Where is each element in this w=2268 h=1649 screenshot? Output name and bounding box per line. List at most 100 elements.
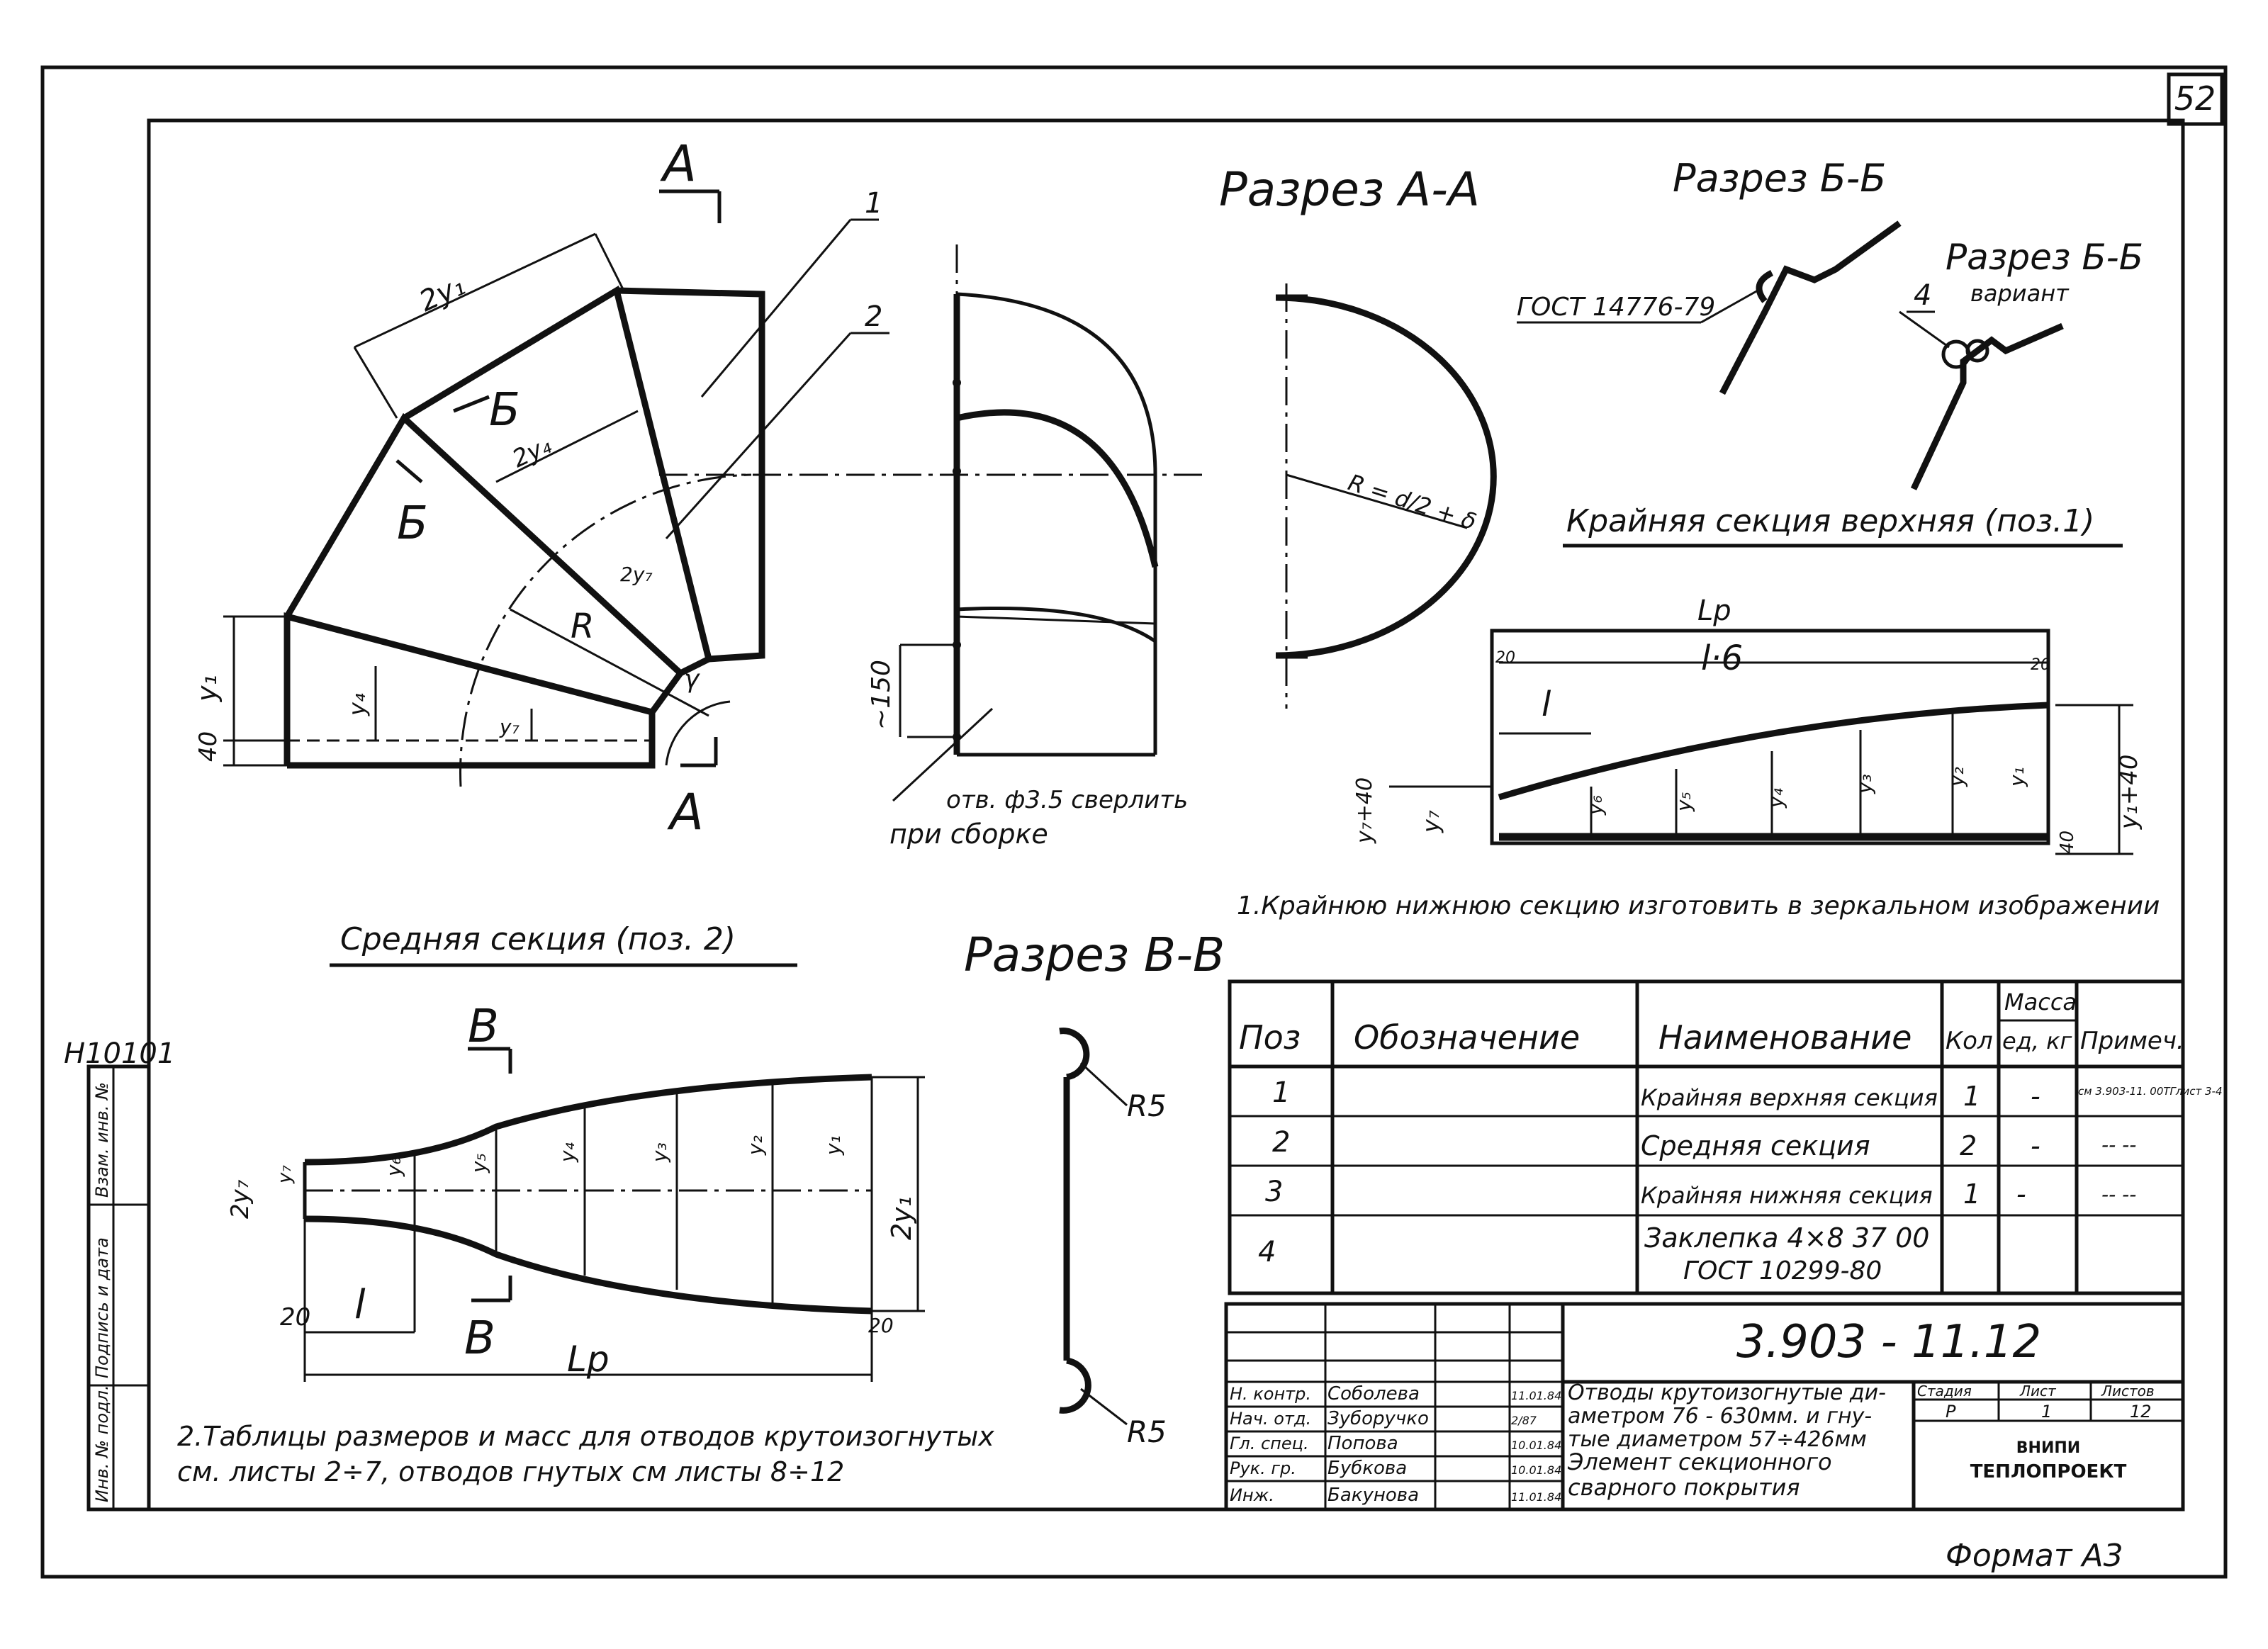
pos-4-label: 4 <box>1914 279 1931 312</box>
org-1: ВНИПИ <box>2016 1439 2080 1457</box>
format-label: Формат А3 <box>1946 1538 2123 1574</box>
side-stamp-cell-3: Взам. инв. № <box>92 1082 112 1198</box>
note-2-line-1: 2.Таблицы размеров и масс для отводов кр… <box>177 1421 994 1452</box>
side-stamp-cell-2: Подпись и дата <box>92 1237 112 1378</box>
page-number: 52 <box>2174 79 2216 118</box>
top-y-1: у₁ <box>2005 767 2028 787</box>
mid-dim-lp: Lр <box>567 1339 610 1380</box>
section-bb-variant-title: Разрез Б-Б <box>1946 237 2143 278</box>
sheets-header: Листов <box>2101 1383 2155 1400</box>
section-aa: Разрез А-А R = d/2 + δ <box>1219 162 1497 709</box>
stage-value: Р <box>1946 1402 1956 1422</box>
th-name: Наименование <box>1658 1018 1911 1057</box>
th-pos: Поз <box>1239 1018 1301 1057</box>
signer-4-role: Рук. гр. <box>1230 1458 1296 1478</box>
stage-header: Стадия <box>1917 1383 1972 1400</box>
signer-3-name: Попова <box>1327 1433 1398 1454</box>
top-section-title: Крайняя секция верхняя (поз.1) <box>1566 503 2094 539</box>
radius-aa: R = d/2 + δ <box>1345 468 1480 535</box>
row-2-pos: 2 <box>1272 1126 1290 1159</box>
signer-5-name: Бакунова <box>1327 1485 1419 1506</box>
signer-3-role: Гл. спец. <box>1230 1434 1309 1453</box>
spec-table: Поз Обозначение Наименование Кол Масса е… <box>1228 979 2223 1295</box>
signer-1-date: 11.01.84 <box>1511 1389 1561 1402</box>
mid-dim-l: l <box>354 1282 366 1328</box>
row-1-note: см 3.903-11. 00ТГлист 3-4 <box>2078 1085 2223 1098</box>
cut-v-bottom: В <box>464 1312 495 1365</box>
inner-frame <box>147 118 2185 1512</box>
row-4-name: Заклепка 4×8 37 00 <box>1644 1222 1930 1254</box>
section-bb-title: Разрез Б-Б <box>1673 156 1886 201</box>
dim-150: ~150 <box>867 660 896 730</box>
row-1-mass: - <box>2031 1081 2040 1112</box>
side-view: ~150 отв. ф3.5 сверлить при сборке <box>867 244 1188 850</box>
row-1-name: Крайняя верхняя секция <box>1641 1084 1938 1111</box>
row-3-note: -- -- <box>2101 1183 2136 1206</box>
top-dim-40: 40 <box>2057 831 2078 854</box>
top-y-2: у₂ <box>1945 767 1968 787</box>
signer-1-name: Соболева <box>1327 1383 1420 1405</box>
mid-dim-2y7: 2у₇ <box>226 1179 254 1219</box>
page-number-box: 52 <box>2167 72 2224 126</box>
row-3-pos: 3 <box>1265 1176 1283 1208</box>
hole-note-2: при сборке <box>889 818 1048 850</box>
row-2-name: Средняя секция <box>1641 1130 1870 1161</box>
side-stamp: Н10101 Инв. № подл. Подпись и дата Взам.… <box>64 1037 175 1512</box>
section-bb-variant-sub: вариант <box>1970 280 2070 307</box>
sheets-value: 12 <box>2130 1402 2152 1422</box>
note-1: 1.Крайнюю нижнюю секцию изготовить в зер… <box>1237 891 2160 921</box>
middle-section-title: Средняя секция (поз. 2) <box>340 921 736 957</box>
middle-section-drawing: Средняя секция (поз. 2) у₇ у₆ у₅ у₄ у₃ у… <box>226 921 925 1382</box>
signer-4-name: Бубкова <box>1327 1458 1407 1479</box>
signer-5-role: Инж. <box>1230 1485 1274 1505</box>
sheet-value: 1 <box>2041 1402 2052 1422</box>
top-dim-20b: 20 <box>2031 656 2050 674</box>
mid-dim-2y1: 2у₁ <box>886 1196 917 1240</box>
row-3-qty: 1 <box>1963 1178 1980 1210</box>
elbow-view: 2у₁ 2у₄ 2у₇ R γ у₁ 40 у₄ у₇ А А Б Б <box>191 135 1205 841</box>
th-mass-top: Масса <box>2004 989 2077 1015</box>
cut-b-2: Б <box>397 497 428 550</box>
th-mass-bottom: ед, кг <box>2002 1028 2072 1054</box>
inventory-code: Н10101 <box>64 1037 175 1070</box>
section-bb-variant: Разрез Б-Б вариант 4 <box>1899 237 2143 490</box>
section-bb: Разрез Б-Б ГОСТ 14776-79 <box>1517 156 1902 395</box>
row-2-mass: - <box>2031 1130 2040 1161</box>
top-dim-20a: 20 <box>1495 649 1515 667</box>
top-dim-y7: у₇ <box>1418 810 1444 833</box>
dim-2y4: 2у₄ <box>508 431 556 473</box>
top-dim-y7-40: у₇+40 <box>1352 777 1377 844</box>
top-y-4: у₄ <box>1764 788 1787 809</box>
signer-2-name: Зуборучко <box>1327 1408 1429 1429</box>
section-vv-title: Разрез В-В <box>964 928 1225 982</box>
signer-2-date: 2/87 <box>1511 1414 1537 1427</box>
pos-2-label: 2 <box>865 300 882 333</box>
dim-y4: у₄ <box>344 693 371 716</box>
dim-2y1: 2у₁ <box>415 269 470 318</box>
mid-y-1: у₁ <box>821 1135 845 1156</box>
mid-y-7: у₇ <box>274 1165 296 1184</box>
dim-y7: у₇ <box>499 715 520 738</box>
row-4-pos: 4 <box>1258 1236 1276 1268</box>
mid-y-6: у₆ <box>382 1156 405 1177</box>
row-2-qty: 2 <box>1960 1130 1977 1161</box>
signer-4-date: 10.01.84 <box>1511 1463 1561 1477</box>
cut-b-1: Б <box>489 384 520 437</box>
mid-y-2: у₂ <box>743 1135 767 1156</box>
cut-a-bottom: А <box>667 783 704 841</box>
title-line-1: Отводы крутоизогнутые ди- <box>1568 1380 1886 1405</box>
mid-y-3: у₃ <box>648 1142 671 1163</box>
th-qty: Кол <box>1946 1027 1993 1055</box>
gost-bb: ГОСТ 14776-79 <box>1517 293 1715 322</box>
hole-note-1: отв. ф3.5 сверлить <box>946 786 1188 814</box>
dim-2y7: 2у₇ <box>620 563 653 586</box>
side-stamp-cell-1: Инв. № подл. <box>92 1385 112 1502</box>
row-3-name: Крайняя нижняя секция <box>1641 1182 1933 1209</box>
top-y-3: у₃ <box>1853 774 1876 794</box>
org-2: ТЕПЛОПРОЕКТ <box>1970 1461 2127 1482</box>
title-block: 3.903 - 11.12 Н. контр. Соболева 11.01.8… <box>1224 1302 2185 1512</box>
title-line-5: сварного покрытия <box>1568 1474 1800 1501</box>
row-4-name-2: ГОСТ 10299-80 <box>1683 1256 1882 1285</box>
top-dim-y1-40: у₁+40 <box>2115 754 2143 830</box>
top-section-drawing: Крайняя секция верхняя (поз.1) Lр l·6 l … <box>1352 503 2143 855</box>
